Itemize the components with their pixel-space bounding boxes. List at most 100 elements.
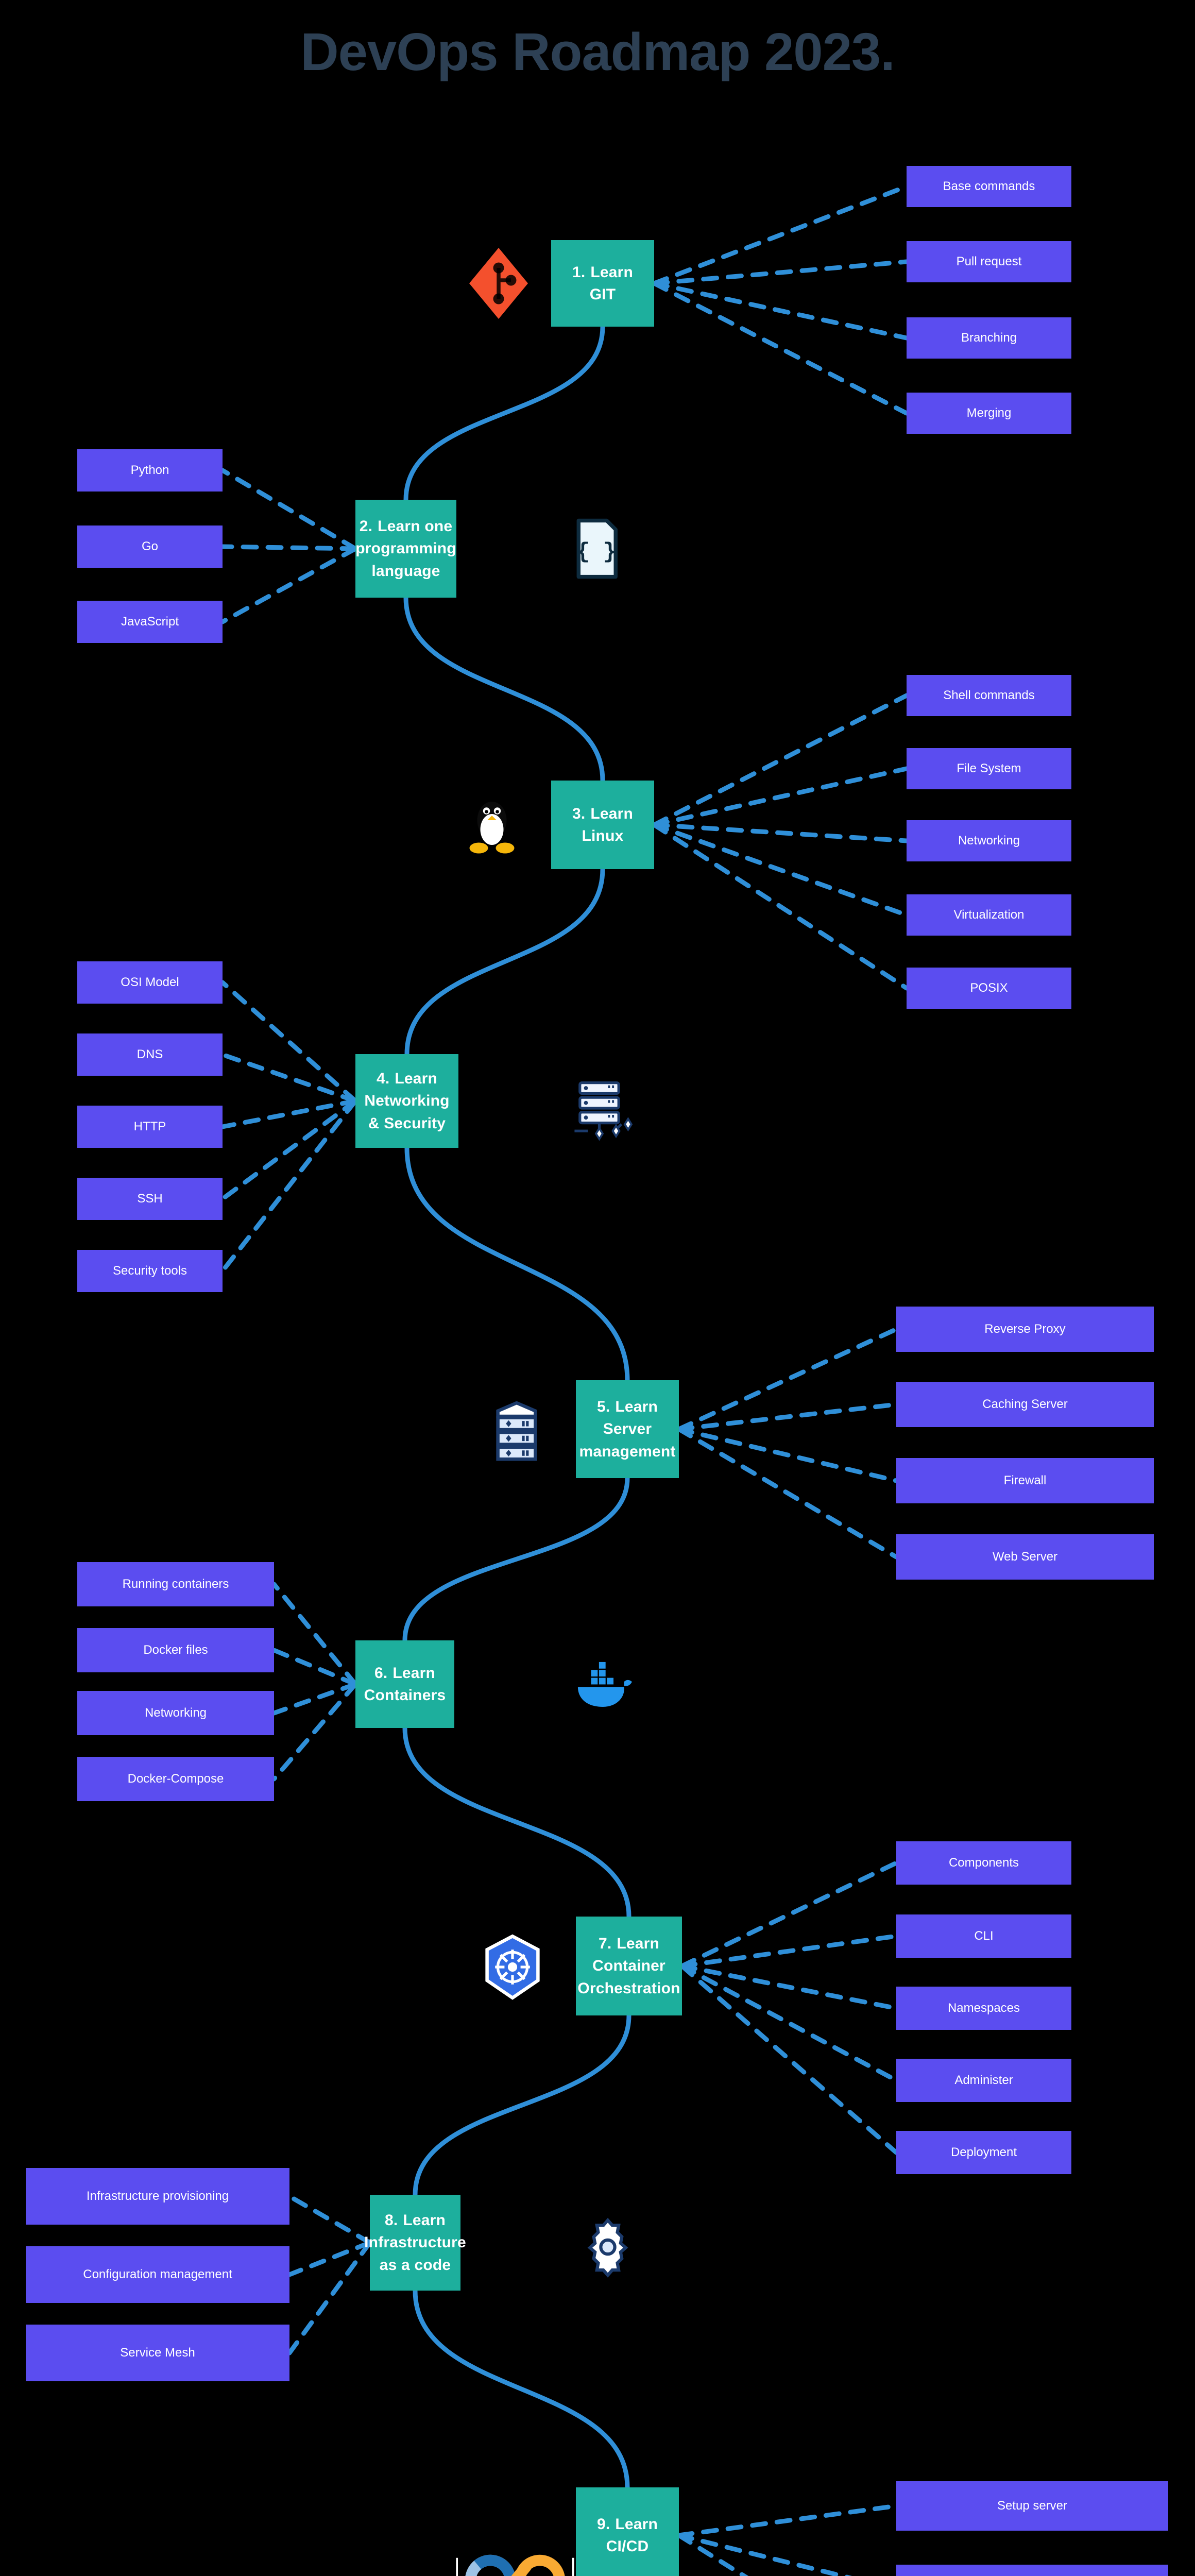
server-rack-icon xyxy=(483,1396,550,1463)
topic-connector xyxy=(271,1682,358,1716)
topic-connector xyxy=(220,1098,358,1274)
roadmap-topic-box[interactable]: Base commands xyxy=(907,166,1071,207)
roadmap-topic-box[interactable]: Caching Server xyxy=(896,1382,1154,1427)
roadmap-spine-curve xyxy=(403,324,605,502)
roadmap-topic-box[interactable]: Pull request xyxy=(907,241,1071,282)
topic-label: Base commands xyxy=(943,179,1035,193)
topic-label: Docker-Compose xyxy=(127,1771,224,1786)
topic-label: CLI xyxy=(974,1928,994,1943)
topic-connector xyxy=(676,1427,899,1560)
roadmap-topic-box[interactable]: Merging xyxy=(907,393,1071,434)
roadmap-topic-box[interactable]: Infrastructure provisioning xyxy=(26,2168,289,2225)
topic-connector xyxy=(652,822,909,991)
roadmap-spine-curve xyxy=(404,867,605,1057)
topic-connector xyxy=(287,2194,372,2245)
step-title: Learn Linux xyxy=(582,805,634,845)
roadmap-topic-box[interactable]: HTTP xyxy=(77,1106,223,1148)
code-file-icon: { } xyxy=(565,515,628,582)
topic-label: DNS xyxy=(136,1047,163,1061)
roadmap-topic-box[interactable]: OSI Model xyxy=(77,961,223,1004)
step-title: Learn one programming language xyxy=(355,517,456,580)
roadmap-topic-box[interactable]: Security tools xyxy=(77,1250,223,1292)
topic-label: Reverse Proxy xyxy=(984,1321,1066,1336)
topic-connector xyxy=(676,2533,749,2576)
roadmap-topic-box[interactable]: Setup server xyxy=(896,2481,1168,2531)
roadmap-topic-box[interactable]: Deployment xyxy=(896,2131,1071,2174)
topic-connector xyxy=(271,1582,358,1687)
roadmap-topic-box[interactable]: Integration xyxy=(896,2565,1168,2576)
roadmap-spine-curve xyxy=(413,2288,630,2490)
roadmap-topic-box[interactable]: DNS xyxy=(77,1033,223,1076)
topic-connector xyxy=(287,2240,372,2355)
roadmap-topic-box[interactable]: Configuration management xyxy=(26,2246,289,2303)
roadmap-topic-box[interactable]: File System xyxy=(907,748,1071,789)
step-number: 5. xyxy=(596,1398,610,1415)
roadmap-topic-box[interactable]: Docker-Compose xyxy=(77,1757,274,1801)
roadmap-topic-box[interactable]: JavaScript xyxy=(77,601,223,643)
roadmap-step-node[interactable]: 8.Learn Infrastructure as a code xyxy=(364,2195,466,2291)
topic-label: Web Server xyxy=(992,1549,1058,1564)
roadmap-topic-box[interactable]: Components xyxy=(896,1841,1071,1885)
roadmap-topic-box[interactable]: CLI xyxy=(896,1914,1071,1958)
topic-label: OSI Model xyxy=(121,975,179,989)
step-number: 4. xyxy=(376,1070,390,1087)
roadmap-topic-box[interactable]: Web Server xyxy=(896,1534,1154,1580)
step-title: Learn Infrastructure as a code xyxy=(364,2211,466,2274)
topic-label: Networking xyxy=(144,1705,207,1720)
roadmap-topic-box[interactable]: Namespaces xyxy=(896,1987,1071,2030)
roadmap-topic-box[interactable]: Shell commands xyxy=(907,675,1071,716)
step-title: Learn Container Orchestration xyxy=(577,1935,680,1997)
roadmap-topic-box[interactable]: Python xyxy=(77,449,223,492)
topic-label: HTTP xyxy=(133,1119,166,1133)
topic-connector xyxy=(676,1427,899,1483)
roadmap-step-node[interactable]: 4.Learn Networking & Security xyxy=(355,1054,458,1148)
topic-connector xyxy=(287,2240,372,2277)
topic-label: Service Mesh xyxy=(120,2345,195,2360)
topic-connector xyxy=(652,281,909,416)
topic-connector xyxy=(679,1963,899,2083)
step-title: Learn Server management xyxy=(579,1398,676,1460)
roadmap-topic-box[interactable]: Docker files xyxy=(77,1628,274,1672)
roadmap-spine-curve xyxy=(413,2013,631,2197)
roadmap-topic-box[interactable]: Networking xyxy=(77,1691,274,1735)
topic-label: SSH xyxy=(137,1191,163,1206)
svg-text:{ }: { } xyxy=(577,539,616,564)
roadmap-topic-box[interactable]: Running containers xyxy=(77,1562,274,1606)
topic-label: Deployment xyxy=(950,2145,1017,2159)
topic-connector xyxy=(676,2503,899,2538)
step-title: Learn GIT xyxy=(589,263,634,303)
roadmap-topic-box[interactable]: Go xyxy=(77,526,223,568)
roadmap-step-node[interactable]: 6.Learn Containers xyxy=(355,1640,454,1728)
roadmap-topic-box[interactable]: Branching xyxy=(907,317,1071,359)
step-number: 3. xyxy=(572,805,586,822)
roadmap-topic-box[interactable]: Administer xyxy=(896,2059,1071,2102)
topic-connector xyxy=(679,1860,899,1969)
topic-label: Python xyxy=(130,463,169,477)
roadmap-step-node[interactable]: 3.Learn Linux xyxy=(551,781,654,869)
roadmap-step-node[interactable]: 9.Learn CI/CD xyxy=(576,2487,679,2576)
roadmap-topic-box[interactable]: POSIX xyxy=(907,968,1071,1009)
roadmap-topic-box[interactable]: Virtualization xyxy=(907,894,1071,936)
devops-infinity-icon xyxy=(453,2530,577,2576)
roadmap-topic-box[interactable]: Networking xyxy=(907,820,1071,861)
step-number: 6. xyxy=(374,1664,388,1682)
roadmap-step-node[interactable]: 1.Learn GIT xyxy=(551,240,654,327)
roadmap-topic-box[interactable]: SSH xyxy=(77,1178,223,1220)
step-title: Learn Networking & Security xyxy=(364,1070,450,1132)
topic-connector xyxy=(220,1052,358,1104)
topic-label: POSIX xyxy=(970,980,1008,995)
roadmap-spine-curve xyxy=(402,1476,630,1643)
roadmap-topic-box[interactable]: Reverse Proxy xyxy=(896,1307,1154,1352)
roadmap-topic-box[interactable]: Firewall xyxy=(896,1458,1154,1503)
topic-connector xyxy=(676,2533,852,2576)
topic-label: Caching Server xyxy=(982,1397,1068,1411)
roadmap-step-node[interactable]: 2.Learn one programming language xyxy=(355,500,456,598)
roadmap-step-node[interactable]: 7.Learn Container Orchestration xyxy=(576,1917,682,2015)
topic-connector xyxy=(220,980,358,1104)
step-number: 1. xyxy=(572,263,586,281)
roadmap-topic-box[interactable]: Service Mesh xyxy=(26,2325,289,2381)
topic-connector xyxy=(271,1682,358,1782)
topic-label: Namespaces xyxy=(947,2001,1020,2015)
roadmap-step-node[interactable]: 5.Learn Server management xyxy=(576,1380,679,1478)
network-server-icon xyxy=(567,1075,639,1142)
